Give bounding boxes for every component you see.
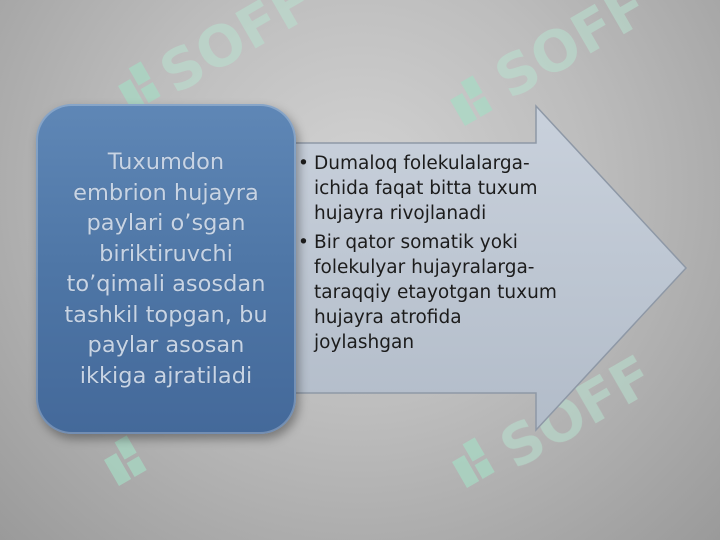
box-text-line: tashkil topgan, bu bbox=[64, 301, 268, 328]
bullet-dot-icon: • bbox=[298, 232, 309, 253]
bullet-text-line: taraqqiy etayotgan tuxum bbox=[314, 282, 557, 303]
tuxumdon-description-box: Tuxumdon embrion hujayra paylari o’sgan bir… bbox=[36, 104, 296, 434]
box-text-line: paylar asosan bbox=[87, 332, 245, 358]
bullet-text-line: hujayra atrofida bbox=[314, 307, 462, 328]
box-text-line: biriktiruvchi bbox=[99, 240, 233, 267]
bullet-text-line: ichida faqat bitta tuxum bbox=[314, 178, 538, 199]
box-text-line: to’qimali asosdan bbox=[66, 271, 266, 297]
bullet-text-line: folekulyar hujayralarga- bbox=[314, 257, 535, 278]
box-text-line: paylari o’sgan bbox=[86, 210, 246, 236]
bullet-text-line: Bir qator somatik yoki bbox=[314, 232, 518, 253]
bullet-text-line: joylashgan bbox=[314, 332, 415, 353]
box-text-line: ikkiga ajratiladi bbox=[79, 362, 253, 389]
tuxumdon-description-text: Tuxumdon embrion hujayra paylari o’sgan bir… bbox=[64, 147, 267, 391]
bullet-item: •Dumaloq folekulalarga-ichida faqat bitt… bbox=[298, 151, 598, 226]
box-text-line: embrion hujayra bbox=[73, 179, 259, 206]
bullet-item: •Bir qator somatik yoki folekulyar hujayr… bbox=[298, 230, 598, 355]
bullet-dot-icon: • bbox=[298, 153, 309, 174]
box-text-line: Tuxumdon bbox=[107, 149, 225, 175]
bullet-text-line: Dumaloq folekulalarga- bbox=[314, 153, 530, 174]
bullet-text-line: hujayra rivojlanadi bbox=[314, 203, 487, 224]
arrow-bullet-list: •Dumaloq folekulalarga-ichida faqat bitt… bbox=[298, 151, 598, 359]
